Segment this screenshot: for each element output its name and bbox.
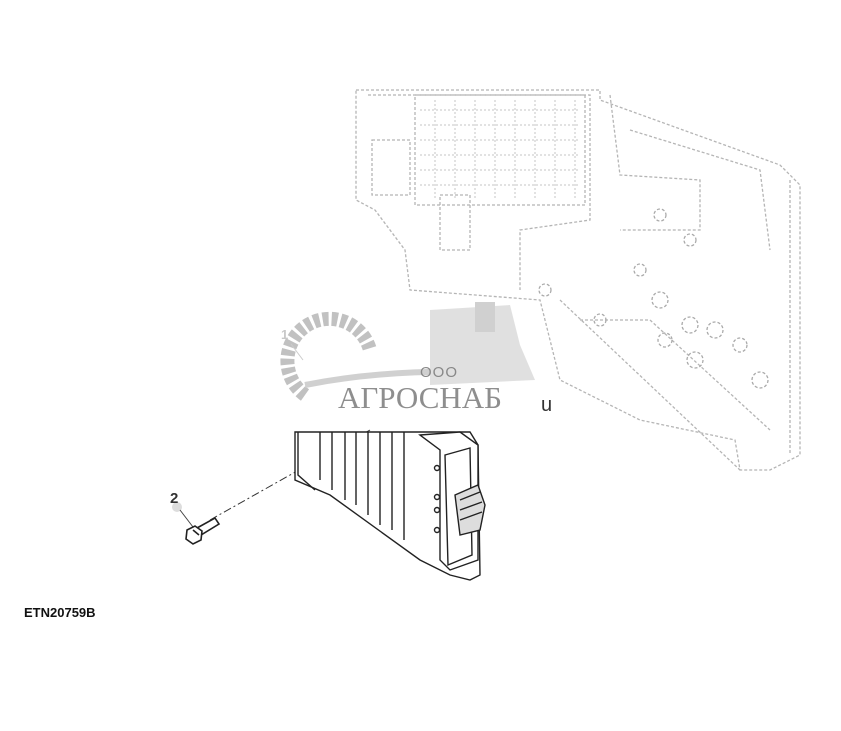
panel-grille bbox=[420, 100, 580, 200]
figure-id: ETN20759B bbox=[24, 605, 96, 620]
watermark-suffix: u bbox=[541, 394, 553, 416]
controller-unit bbox=[294, 431, 486, 581]
callout-marker-2 bbox=[172, 502, 182, 512]
watermark-prefix: ООО bbox=[420, 364, 459, 381]
assembly-centerline bbox=[209, 429, 371, 521]
watermark-logo bbox=[280, 302, 535, 401]
callout-leader-1 bbox=[290, 343, 304, 361]
watermark-name: АГРОСНАБ bbox=[338, 380, 502, 415]
panel-connectors bbox=[538, 208, 769, 389]
bolt bbox=[185, 516, 221, 545]
cab-panel-outline bbox=[355, 89, 801, 471]
callout-2: 2 bbox=[170, 490, 179, 507]
callout-leader-2 bbox=[179, 509, 194, 528]
callout-1: 1 bbox=[281, 327, 289, 342]
